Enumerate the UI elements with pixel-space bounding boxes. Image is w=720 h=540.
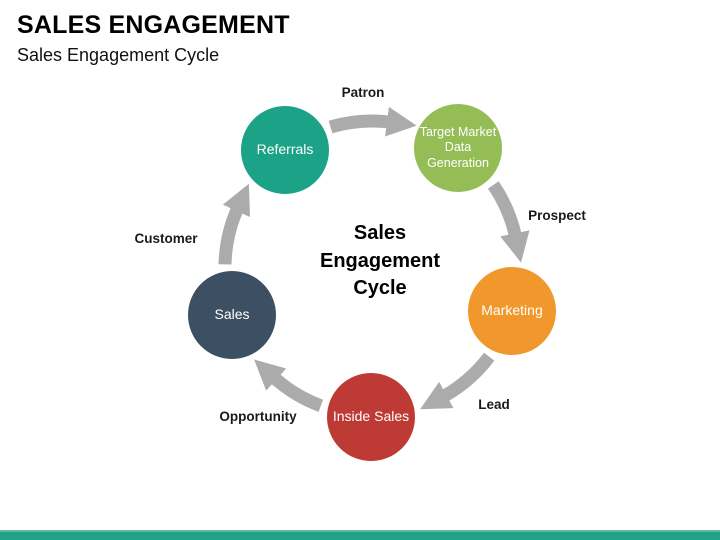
page-title: SALES ENGAGEMENT xyxy=(17,11,290,39)
node-label: Marketing xyxy=(481,302,543,319)
flow-label-prospect: Prospect xyxy=(528,208,586,223)
flow-arrow-customer xyxy=(218,183,251,265)
flow-arrow-opportunity xyxy=(254,359,324,412)
page-subtitle: Sales Engagement Cycle xyxy=(17,45,220,65)
flow-label-customer: Customer xyxy=(134,231,198,246)
flow-label-opportunity: Opportunity xyxy=(219,409,297,424)
node-inside-sales: Inside Sales xyxy=(327,373,415,461)
node-label: Inside Sales xyxy=(332,408,410,425)
node-referrals: Referrals xyxy=(241,106,329,194)
flow-arrow-lead xyxy=(420,352,495,410)
node-marketing: Marketing xyxy=(468,267,556,355)
footer-bar xyxy=(0,530,720,540)
cycle-center-label: Sales Engagement Cycle xyxy=(319,222,441,300)
flow-arrow-patron xyxy=(328,106,417,137)
node-target-market-data-generation: Target Market Data Generation xyxy=(414,104,502,192)
node-label: Sales xyxy=(214,306,250,323)
flow-arrow-prospect xyxy=(487,181,530,263)
node-sales: Sales xyxy=(188,271,276,359)
flow-label-patron: Patron xyxy=(341,85,385,100)
flow-label-lead: Lead xyxy=(478,397,510,412)
node-label: Referrals xyxy=(256,141,314,158)
node-label: Target Market Data Generation xyxy=(419,124,497,170)
